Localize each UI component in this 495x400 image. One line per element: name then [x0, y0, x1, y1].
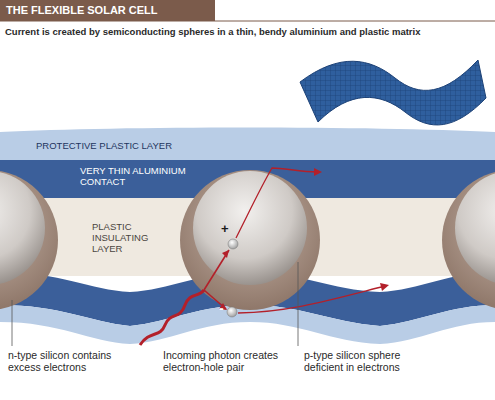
leader-line — [12, 300, 13, 346]
hole — [228, 239, 238, 249]
subtitle: Current is created by semiconducting sph… — [5, 27, 491, 38]
hole-arrow — [204, 250, 229, 290]
electron — [227, 307, 237, 317]
protective-layer — [0, 128, 495, 163]
part-label: p-type silicon sphere deficient in elect… — [304, 349, 429, 373]
title-bar — [0, 0, 215, 21]
charge-sign: + — [221, 222, 229, 237]
layer-label: PLASTIC INSULATING LAYER — [92, 222, 172, 255]
center-sphere — [180, 170, 320, 310]
part-label: Incoming photon creates electron-hole pa… — [163, 349, 283, 373]
right-sphere — [442, 170, 495, 310]
part-label: n-type silicon contains excess electrons — [8, 349, 123, 373]
current-out-top — [236, 168, 318, 238]
flexible-sheet — [300, 60, 486, 125]
photon-path — [140, 290, 204, 345]
layer-label: PROTECTIVE PLASTIC LAYER — [36, 141, 172, 152]
title: THE FLEXIBLE SOLAR CELL — [6, 4, 158, 17]
lower-protective-layer — [0, 305, 495, 344]
leader-line — [298, 262, 299, 346]
charge-sign: - — [219, 300, 224, 316]
layer-label: VERY THIN ALUMINIUM CONTACT — [80, 166, 200, 188]
left-sphere — [0, 170, 58, 310]
current-out-bottom — [238, 286, 385, 313]
